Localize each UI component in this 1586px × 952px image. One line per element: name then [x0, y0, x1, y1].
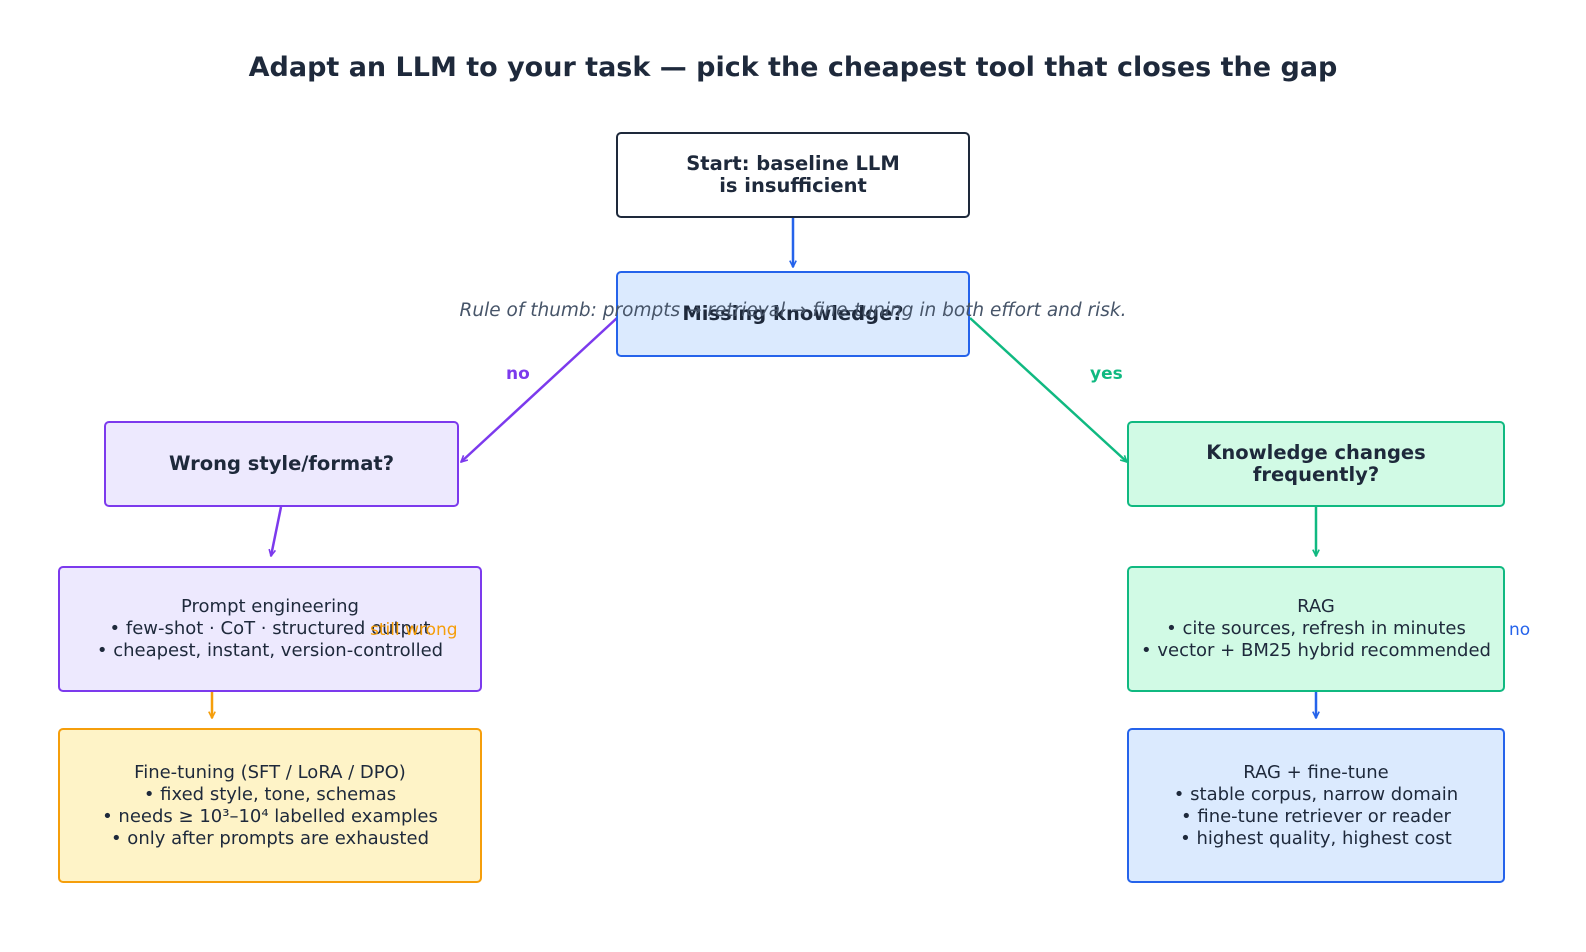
diagram-title: Adapt an LLM to your task — pick the che…	[248, 52, 1338, 83]
node-fine-tuning: Fine-tuning (SFT / LoRA / DPO) • fixed s…	[58, 728, 482, 883]
node-prompt-engineering-line-2: • few-shot · CoT · structured output	[109, 618, 431, 639]
edge-label-yes-right: yes	[1090, 364, 1123, 384]
node-rag-fine-tune-line-2: • stable corpus, narrow domain	[1173, 783, 1459, 805]
node-rag-fine-tune: RAG + fine-tune • stable corpus, narrow …	[1127, 728, 1505, 883]
edge-label-still-wrong: still wrong	[370, 620, 458, 640]
footnote: Rule of thumb: prompts → retrieval → fin…	[459, 300, 1127, 321]
node-rag-line-3: • vector + BM25 hybrid recommended	[1141, 640, 1491, 661]
node-prompt-engineering: Prompt engineering • few-shot · CoT · st…	[58, 566, 482, 692]
node-fine-tuning-line-3: • needs ≥ 10³–10⁴ labelled examples	[102, 805, 438, 827]
node-fine-tuning-line-2: • fixed style, tone, schemas	[143, 783, 397, 805]
node-prompt-engineering-line-3: • cheapest, instant, version-controlled	[96, 640, 444, 661]
edge-label-no-left: no	[506, 364, 530, 384]
node-rag-line-1: RAG	[1297, 596, 1335, 617]
edge-label-no-right: no	[1509, 620, 1531, 640]
node-rag-line-2: • cite sources, refresh in minutes	[1166, 618, 1466, 639]
node-start-line-2: is insufficient	[719, 174, 867, 197]
node-start: Start: baseline LLM is insufficient	[616, 132, 970, 218]
node-rag-fine-tune-line-3: • fine-tune retriever or reader	[1181, 805, 1451, 827]
node-prompt-engineering-line-1: Prompt engineering	[180, 596, 359, 617]
node-rag-fine-tune-line-4: • highest quality, highest cost	[1180, 827, 1452, 849]
node-wrong-style: Wrong style/format?	[104, 421, 459, 507]
node-knowledge-changes-line-2: frequently?	[1252, 463, 1380, 486]
node-rag: RAG • cite sources, refresh in minutes •…	[1127, 566, 1505, 692]
arrow-missing-knowledge-to-knowledge-changes	[969, 317, 1127, 462]
arrow-wrong-style-to-prompt-engineering	[271, 506, 283, 556]
node-wrong-style-line-1: Wrong style/format?	[168, 452, 395, 475]
node-missing-knowledge-line-1: Missing knowledge?	[682, 302, 904, 325]
node-missing-knowledge: Missing knowledge?	[616, 271, 970, 357]
node-knowledge-changes-line-1: Knowledge changes	[1206, 441, 1426, 464]
node-fine-tuning-line-1: Fine-tuning (SFT / LoRA / DPO)	[134, 761, 406, 783]
node-start-line-1: Start: baseline LLM	[686, 152, 900, 175]
node-knowledge-changes: Knowledge changes frequently?	[1127, 421, 1505, 507]
node-fine-tuning-line-4: • only after prompts are exhausted	[110, 827, 429, 849]
node-rag-fine-tune-line-1: RAG + fine-tune	[1243, 761, 1389, 783]
arrow-missing-knowledge-to-wrong-style	[461, 317, 618, 462]
